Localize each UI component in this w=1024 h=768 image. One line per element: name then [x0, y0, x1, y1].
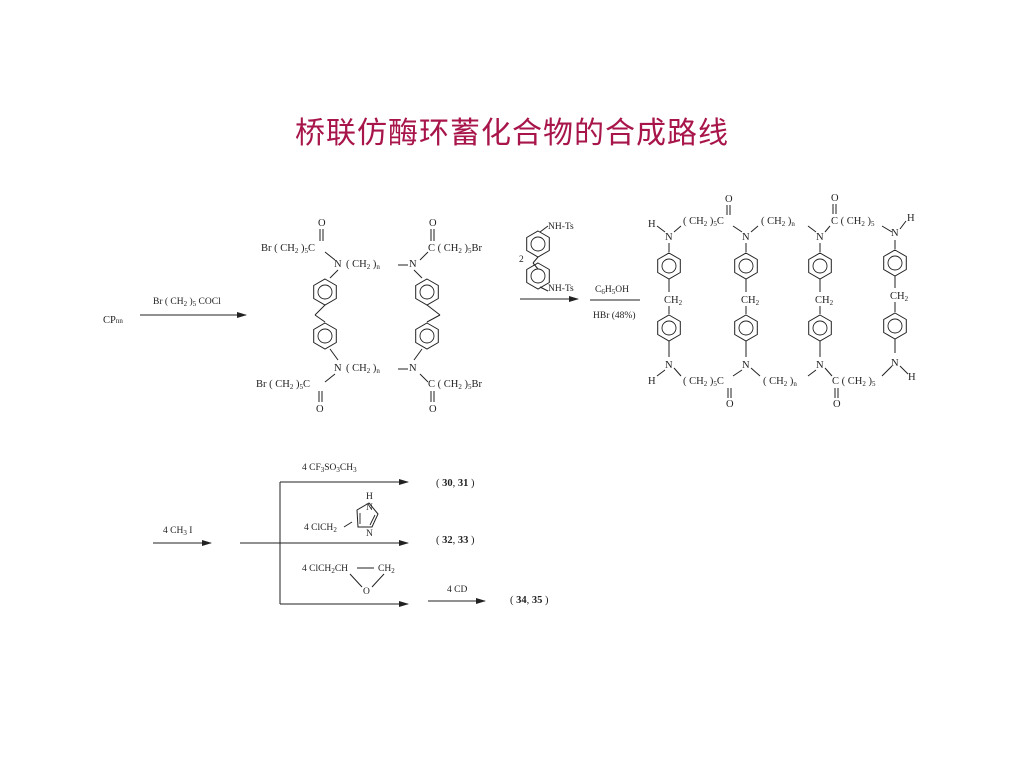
svg-text:N: N	[742, 360, 750, 371]
svg-text:N: N	[409, 363, 417, 374]
reagent-cyclodextrin: 4 CD	[447, 585, 467, 595]
svg-text:O: O	[318, 218, 326, 229]
svg-text:( CH2 )n: ( CH2 )n	[346, 259, 380, 271]
svg-text:N: N	[334, 363, 342, 374]
svg-text:CH2: CH2	[815, 295, 834, 307]
svg-text:N: N	[366, 503, 373, 513]
svg-text:H: H	[908, 372, 916, 383]
reagent-hbr: HBr (48%)	[593, 310, 635, 321]
svg-text:( CH2 )n: ( CH2 )n	[763, 376, 797, 388]
product-label-30-31: ( 30, 31 )	[436, 478, 475, 489]
product-label-34-35: ( 34, 35 )	[510, 595, 549, 606]
svg-text:N: N	[891, 358, 899, 369]
svg-text:( CH2 )n: ( CH2 )n	[346, 363, 380, 375]
svg-text:C ( CH2 )5Br: C ( CH2 )5Br	[428, 243, 482, 255]
svg-text:Br ( CH2 )5C: Br ( CH2 )5C	[261, 243, 315, 255]
svg-text:4 ClCH2: 4 ClCH2	[304, 523, 337, 534]
svg-text:CH2: CH2	[741, 295, 760, 307]
svg-text:( CH2 )5C: ( CH2 )5C	[683, 216, 724, 228]
svg-text:H: H	[366, 492, 373, 502]
svg-text:O: O	[833, 399, 841, 410]
svg-text:CH2: CH2	[890, 291, 909, 303]
svg-text:O: O	[831, 193, 839, 204]
svg-text:NH-Ts: NH-Ts	[548, 284, 574, 294]
reagent-triflate: 4 CF3SO3CH3	[302, 463, 357, 474]
slide-title: 桥联仿酶环蓄化合物的合成路线	[295, 116, 729, 151]
svg-text:Br ( CH2 )5C: Br ( CH2 )5C	[256, 379, 310, 391]
start-material: CPnn	[103, 315, 123, 326]
bridged-product: H N ( CH2 )5C O N ( CH2 )n N C ( CH2 )5 …	[648, 193, 916, 410]
branch-lines	[240, 479, 409, 607]
svg-text:N: N	[891, 228, 899, 239]
reagent-methyl-iodide: 4 CH3 I	[163, 526, 192, 537]
svg-text:( CH2 )n: ( CH2 )n	[761, 216, 795, 228]
svg-text:O: O	[429, 218, 437, 229]
bis-tosylamide-reagent: 2 NH-Ts NH-Ts	[519, 222, 574, 294]
product-label-32-33: ( 32, 33 )	[436, 535, 475, 546]
svg-text:N: N	[334, 259, 342, 270]
svg-text:C ( CH2 )5: C ( CH2 )5	[832, 376, 876, 388]
svg-text:C ( CH2 )5: C ( CH2 )5	[831, 216, 875, 228]
svg-text:N: N	[366, 529, 373, 539]
svg-text:H: H	[648, 376, 656, 387]
svg-text:NH-Ts: NH-Ts	[548, 222, 574, 232]
svg-text:2: 2	[519, 255, 524, 265]
svg-text:O: O	[725, 194, 733, 205]
reagent-acyl-chloride: Br ( CH2 )5 COCl	[153, 296, 221, 308]
reagent-phenol: C6H5OH	[595, 285, 629, 296]
svg-text:CH2: CH2	[378, 564, 395, 575]
reagent-imidazole: 4 ClCH2 H N N	[304, 492, 379, 539]
svg-text:N: N	[816, 232, 824, 243]
svg-text:C ( CH2 )5Br: C ( CH2 )5Br	[428, 379, 482, 391]
svg-text:N: N	[816, 360, 824, 371]
dibromide-cyclophane: Br ( CH2 )5C O N ( CH2 )n N O C ( CH2 )5…	[256, 218, 482, 415]
svg-text:H: H	[907, 213, 915, 224]
svg-text:O: O	[363, 587, 370, 597]
reagent-epichlorohydrin: 4 ClCH2CH CH2 O	[302, 564, 395, 597]
svg-text:CH2: CH2	[664, 295, 683, 307]
svg-text:( CH2 )5C: ( CH2 )5C	[683, 376, 724, 388]
svg-text:O: O	[726, 399, 734, 410]
svg-text:N: N	[742, 232, 750, 243]
svg-text:O: O	[316, 404, 324, 415]
svg-text:H: H	[648, 219, 656, 230]
svg-text:N: N	[409, 259, 417, 270]
svg-text:N: N	[665, 232, 673, 243]
svg-text:4 ClCH2CH: 4 ClCH2CH	[302, 564, 348, 575]
svg-text:O: O	[429, 404, 437, 415]
svg-text:N: N	[665, 360, 673, 371]
